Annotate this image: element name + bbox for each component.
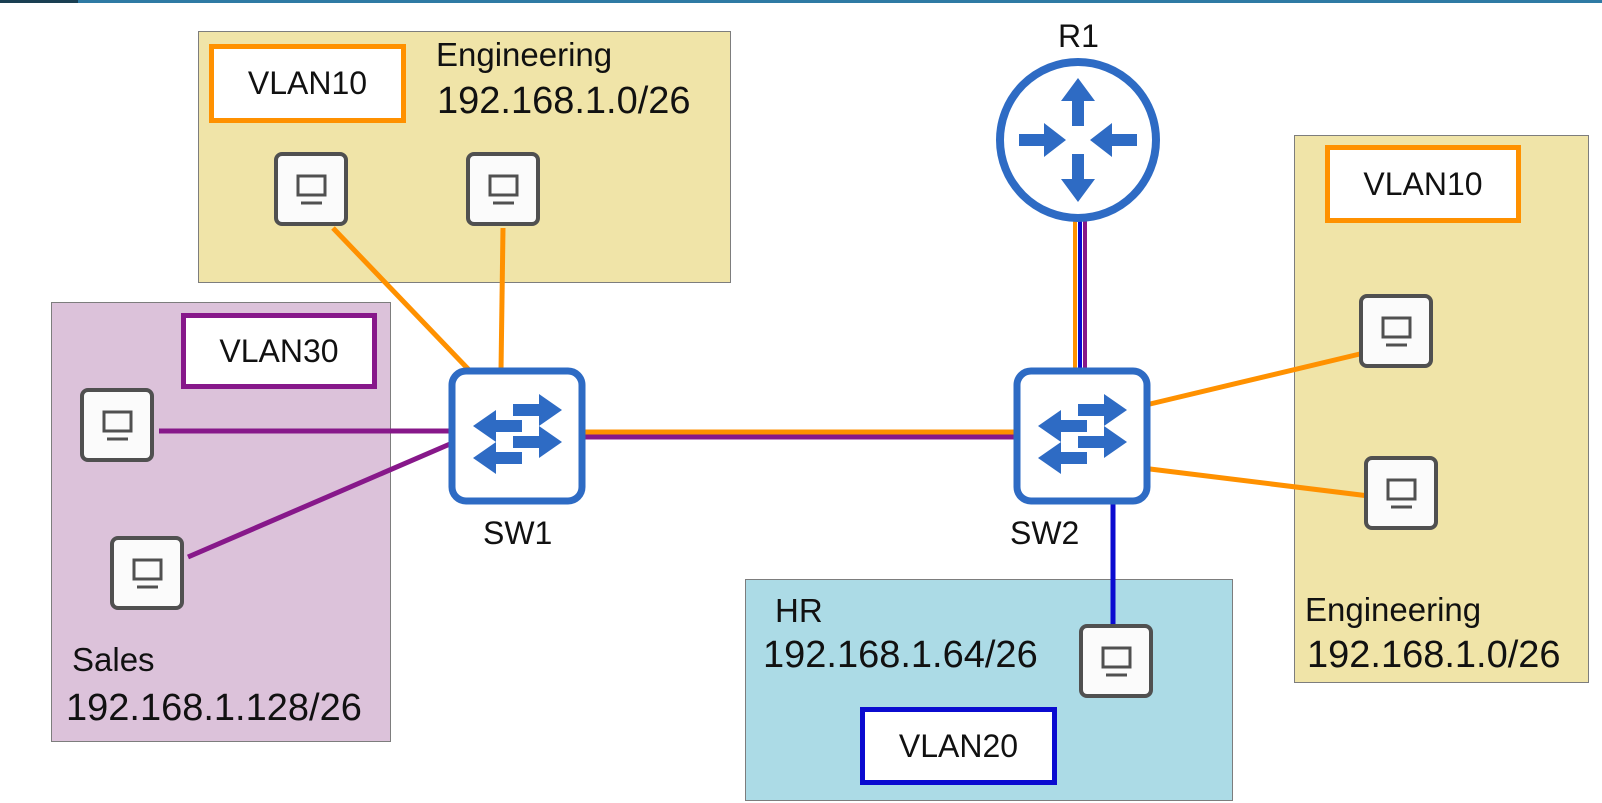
zone-name-hr: HR	[775, 592, 823, 629]
pc-hr-1[interactable]	[1079, 624, 1153, 698]
zone-subnet-engineering-right: 192.168.1.0/26	[1307, 634, 1561, 676]
zone-subnet-engineering-left: 192.168.1.0/26	[437, 80, 691, 122]
link-sw2-eng-pc4	[1149, 466, 1370, 499]
switch-icon	[1013, 367, 1151, 505]
vlan-tag-sales: VLAN30	[181, 313, 377, 389]
pc-engineering-1[interactable]	[274, 152, 348, 226]
router-label: R1	[1058, 18, 1099, 54]
vlan-tag-engineering-right: VLAN10	[1325, 145, 1521, 223]
link-sw2-eng-pc3	[1149, 350, 1365, 407]
switch-sw2[interactable]	[1012, 366, 1152, 506]
pc-sales-2[interactable]	[110, 536, 184, 610]
switch-icon	[448, 367, 586, 505]
zone-name-engineering-left: Engineering	[436, 36, 613, 73]
zone-subnet-hr: 192.168.1.64/26	[763, 634, 1038, 676]
computer-icon	[132, 558, 163, 589]
zone-name-engineering-right: Engineering	[1305, 591, 1482, 628]
top-accent-bar	[0, 0, 1602, 3]
pc-engineering-2[interactable]	[466, 152, 540, 226]
computer-icon	[488, 174, 519, 205]
switch-sw1[interactable]	[447, 366, 587, 506]
vlan-tag-hr: VLAN20	[860, 707, 1057, 785]
link-sw1-sales-pc2	[187, 441, 451, 560]
zone-name-sales: Sales	[72, 641, 155, 678]
link-sw1-eng-pc1	[331, 226, 472, 373]
zone-engineering-right	[1294, 135, 1589, 683]
switch2-label: SW2	[1010, 515, 1080, 551]
zone-subnet-sales: 192.168.1.128/26	[66, 687, 362, 729]
top-accent-bar-dark	[0, 0, 78, 3]
pc-engineering-3[interactable]	[1359, 294, 1433, 368]
computer-icon	[296, 174, 327, 205]
pc-sales-1[interactable]	[80, 388, 154, 462]
computer-icon	[1381, 316, 1412, 347]
vlan-tag-engineering-left: VLAN10	[209, 44, 406, 123]
router-icon	[996, 58, 1160, 222]
computer-icon	[1386, 478, 1417, 509]
computer-icon	[1101, 646, 1132, 677]
pc-engineering-4[interactable]	[1364, 456, 1438, 530]
link-sw1-eng-pc2	[498, 227, 506, 372]
computer-icon	[102, 410, 133, 441]
switch1-label: SW1	[483, 515, 553, 551]
router-r1[interactable]	[994, 56, 1162, 224]
